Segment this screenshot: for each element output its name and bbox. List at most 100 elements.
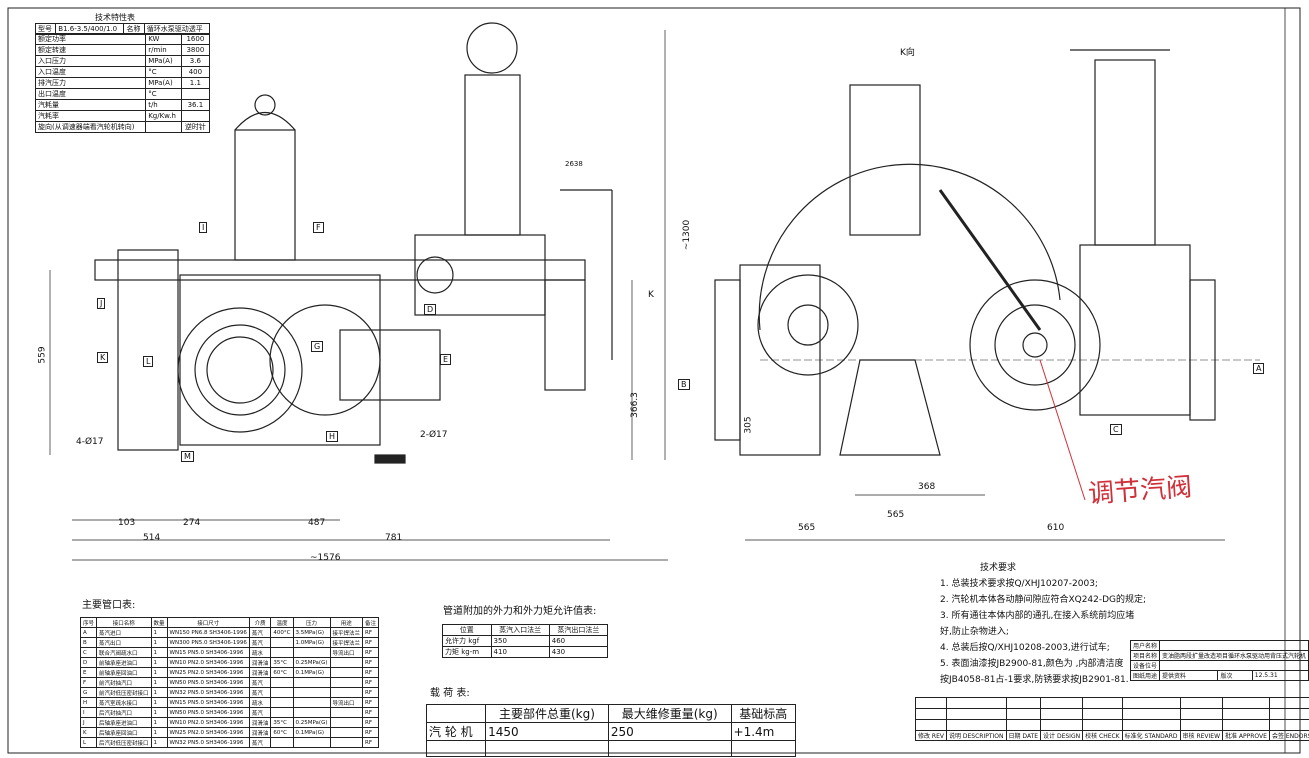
dim-514: 514	[143, 533, 161, 543]
table-cell: 润滑油	[248, 657, 272, 668]
table-cell: 1600	[180, 33, 211, 45]
table-cell: I	[79, 707, 98, 718]
table-cell: 蒸汽	[248, 627, 272, 638]
port-label-c: C	[1110, 424, 1122, 435]
table-cell: 审核 REVIEW	[1179, 730, 1224, 741]
table-cell: 汽 轮 机	[425, 722, 487, 741]
table-cell	[292, 697, 331, 708]
table-cell: WN50 PN5.0 SH3406-1996	[166, 677, 250, 688]
table-cell: 1	[150, 637, 168, 648]
table-cell: 导流出口	[329, 647, 364, 658]
table-cell	[145, 121, 182, 133]
table-cell: 主要部件总重(kg)	[485, 704, 609, 723]
technical-requirements: 技术要求 1. 总装技术要求按Q/XHJ10207-2003;2. 汽轮机本体各…	[940, 560, 1146, 688]
table-cell: 日期 DATE	[1005, 730, 1042, 741]
dim-1576: ~1576	[310, 553, 341, 563]
dim-781: 781	[385, 533, 403, 543]
table-cell	[1159, 640, 1309, 651]
port-label-a: A	[1253, 363, 1265, 374]
table-cell: 额定功率	[34, 33, 147, 45]
table-cell	[329, 667, 364, 678]
table-cell: WN10 PN2.0 SH3406-1996	[166, 657, 250, 668]
table-cell: WN15 PN5.0 SH3406-1996	[166, 647, 250, 658]
table-cell: WN300 PN5.0 SH3406-1996	[166, 637, 250, 648]
table-cell: G	[79, 687, 98, 698]
requirement-item: 好,防止杂物进入;	[940, 627, 1009, 637]
table-cell	[270, 677, 294, 688]
table-cell: WN25 PN2.0 SH3406-1996	[166, 727, 250, 738]
table-cell: L	[79, 737, 98, 748]
table-cell: 接平焊法兰	[329, 627, 364, 638]
table-cell	[270, 637, 294, 648]
table-cell	[270, 697, 294, 708]
dim-1300: ~1300	[682, 219, 693, 251]
port-label-d: D	[424, 304, 437, 315]
table-cell: 润滑油	[248, 667, 272, 678]
table-cell: 温度	[270, 617, 294, 628]
dim-103: 103	[118, 518, 136, 528]
table-cell: 接平焊法兰	[329, 637, 364, 648]
table-cell: 旋向(从调速器端看汽轮机转向)	[34, 121, 147, 133]
table-cell: 1	[150, 667, 168, 678]
table-cell: J	[79, 717, 98, 728]
table-cell: C	[79, 647, 98, 658]
table-cell: 位置	[442, 624, 492, 636]
table-cell: MPa(A)	[145, 77, 182, 89]
table-cell	[292, 707, 331, 718]
dim-2-phi17: 2-Ø17	[420, 430, 448, 440]
table-cell: 标准化 STANDARD	[1121, 730, 1181, 741]
port-label-b: B	[678, 379, 690, 390]
table-cell: 36.1	[180, 99, 211, 111]
table-cell: RF	[362, 677, 380, 688]
dim-565-a: 565	[887, 510, 905, 520]
table-cell: 备注	[362, 617, 380, 628]
table-cell: 蒸汽	[248, 677, 272, 688]
dim-487: 487	[308, 518, 326, 528]
table-cell: 说明 DESCRIPTION	[945, 730, 1007, 741]
table-cell	[270, 737, 294, 748]
table-cell: 额定转速	[34, 44, 147, 56]
table-cell: A	[79, 627, 98, 638]
k-view-label: K向	[900, 48, 915, 58]
dim-305: 305	[743, 416, 754, 434]
table-cell: WN10 PN2.0 SH3406-1996	[166, 717, 250, 728]
requirement-item: 1. 总装技术要求按Q/XHJ10207-2003;	[940, 579, 1098, 589]
table-cell: 蒸汽进口	[96, 627, 152, 638]
table-cell: 410	[490, 646, 550, 658]
dim-274: 274	[183, 518, 201, 528]
table-cell: 3.6	[180, 55, 211, 67]
table-cell	[292, 737, 331, 748]
table-cell: 460	[548, 635, 609, 647]
spec-table-title: 技术特性表	[95, 13, 135, 22]
table-cell: 前汽封抽汽口	[96, 677, 152, 688]
table-cell: 项目名称	[1129, 650, 1161, 661]
table-cell: 修改 REV	[915, 730, 947, 741]
control-valve-annotation: 调节汽阀	[1087, 472, 1194, 510]
table-cell	[180, 88, 211, 100]
table-cell: 校核 CHECK	[1082, 730, 1123, 741]
table-cell: 350	[490, 635, 550, 647]
table-cell: 变油脂两段扩量改造项目循环水泵驱动用背压式汽轮机	[1159, 650, 1309, 661]
table-cell: 允许力 kgf	[442, 635, 492, 647]
port-label-e: E	[440, 354, 452, 365]
table-cell: 逆时针	[180, 121, 211, 133]
table-cell	[329, 737, 364, 748]
table-cell: 1	[150, 657, 168, 668]
table-cell: 润滑油	[248, 727, 272, 738]
table-cell: 介质	[248, 617, 272, 628]
table-cell: 60°C	[270, 727, 294, 738]
table-cell	[270, 647, 294, 658]
table-cell: 用户名称	[1129, 640, 1161, 651]
port-label-j: J	[97, 298, 106, 309]
table-cell	[1159, 660, 1309, 671]
table-cell: 0.25MPa(G)	[292, 657, 331, 668]
table-cell: WN32 PN5.0 SH3406-1996	[166, 737, 250, 748]
dim-366: 366.3	[629, 392, 640, 418]
